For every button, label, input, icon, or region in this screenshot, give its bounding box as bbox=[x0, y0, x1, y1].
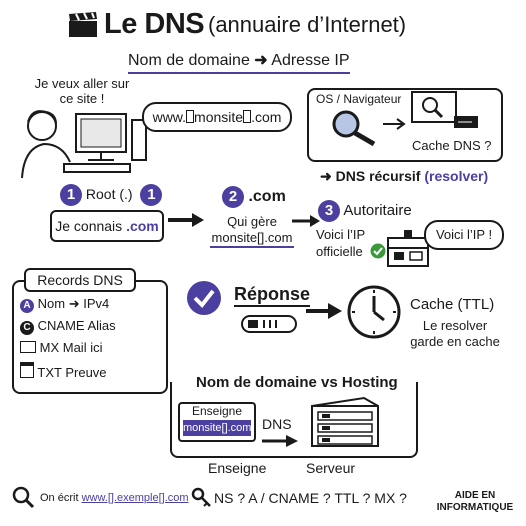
user-speech: Je veux aller sur ce site ! bbox=[34, 76, 130, 106]
step1-number-b: 1 bbox=[140, 184, 163, 206]
hosting-panel bbox=[170, 382, 418, 458]
clapper-icon bbox=[68, 12, 98, 38]
os-cache: Cache DNS ? bbox=[412, 138, 492, 153]
sign-board: Enseigne monsite[].com bbox=[178, 402, 256, 442]
step2-header: 2 .com bbox=[222, 186, 286, 208]
user-figure bbox=[14, 100, 164, 179]
step2-label: .com bbox=[248, 188, 286, 205]
sign-domain: monsite[].com bbox=[183, 420, 252, 436]
step3-header: 3 Autoritaire bbox=[318, 200, 412, 222]
envelope-icon bbox=[20, 341, 36, 353]
page-title: Le DNS bbox=[104, 8, 205, 41]
hosting-left-caption: Enseigne bbox=[208, 460, 267, 476]
footer-questions: NS ? A / CNAME ? TTL ? MX ? bbox=[214, 490, 407, 506]
url-bubble: www.monsite.com bbox=[142, 102, 292, 132]
step2-number: 2 bbox=[222, 186, 244, 208]
list-item: C CNAME Alias bbox=[20, 318, 160, 340]
records-list: A Nom ➜ IPv4 C CNAME Alias MX Mail ici T… bbox=[20, 296, 160, 384]
arrow-right-icon: ➜ bbox=[320, 168, 332, 184]
document-icon bbox=[20, 362, 34, 378]
subtitle: Nom de domaine ➜ Adresse IP bbox=[128, 50, 350, 74]
a-record-icon: A bbox=[20, 299, 34, 313]
response-label: Réponse bbox=[234, 284, 311, 307]
step3-speech: Voici l’IP ! bbox=[424, 220, 504, 250]
cname-record-icon: C bbox=[20, 321, 34, 335]
title-suffix: (annuaire d’Internet) bbox=[208, 12, 407, 37]
step3-text: Voici l’IP officielle bbox=[316, 227, 366, 259]
sign-title: Enseigne bbox=[191, 404, 243, 418]
step1-label: Root (.) bbox=[85, 186, 133, 202]
list-item: MX Mail ici bbox=[20, 340, 160, 362]
step1-number: 1 bbox=[60, 184, 82, 206]
hosting-title: Nom de domaine vs Hosting bbox=[190, 374, 404, 391]
arrow-right-icon: ➜ bbox=[254, 52, 268, 69]
cache-title: Cache (TTL) bbox=[410, 296, 495, 313]
records-title: Records DNS bbox=[24, 268, 136, 292]
step1-box: Je connais .com bbox=[50, 210, 164, 242]
dns-label: DNS bbox=[262, 416, 292, 432]
title-prefix: Le DNS bbox=[104, 8, 205, 40]
step3-number: 3 bbox=[318, 200, 340, 222]
hosting-right-caption: Serveur bbox=[306, 460, 356, 476]
list-item: TXT Preuve bbox=[20, 362, 160, 384]
subtitle-right: Adresse IP bbox=[271, 52, 350, 69]
step3-label: Autoritaire bbox=[343, 202, 412, 219]
footer-written: On écrit www.[].exemple[].com bbox=[40, 492, 189, 504]
brand-logo: AIDE EN INFORMATIQUE bbox=[436, 490, 514, 513]
subtitle-left: Nom de domaine bbox=[128, 52, 250, 69]
records-panel bbox=[12, 280, 168, 394]
step1-header: 1 Root (.) 1 bbox=[60, 184, 163, 206]
os-label: OS / Navigateur bbox=[316, 92, 402, 106]
arrow-right-icon: ➜ bbox=[68, 296, 80, 311]
cache-text: Le resolver garde en cache bbox=[410, 318, 500, 349]
list-item: A Nom ➜ IPv4 bbox=[20, 296, 160, 318]
step2-text: Qui gère monsite[].com bbox=[210, 214, 294, 248]
resolver-label: ➜ DNS récursif (resolver) bbox=[320, 168, 489, 184]
